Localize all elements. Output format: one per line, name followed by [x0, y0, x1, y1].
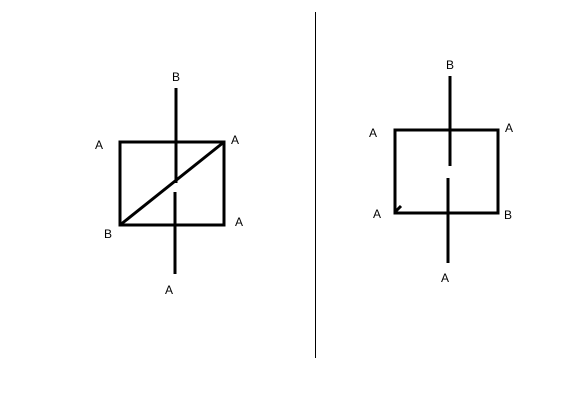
left-label-bottom-left: B: [104, 227, 112, 241]
left-square: [118, 140, 226, 227]
left-label-top-right: A: [231, 133, 239, 147]
right-label-top-wire: B: [446, 58, 454, 72]
right-corner-tick: [394, 204, 403, 213]
right-label-bottom-right: B: [504, 208, 512, 222]
left-label-top-left: A: [95, 138, 103, 152]
right-figure: B A A A B A: [369, 58, 513, 285]
right-label-bottom-left: A: [373, 207, 381, 221]
right-label-bottom-wire: A: [441, 271, 449, 285]
right-label-top-left: A: [369, 126, 377, 140]
left-label-bottom-wire: A: [165, 283, 173, 297]
left-label-bottom-right: A: [235, 215, 243, 229]
right-center-gap: [445, 166, 455, 178]
left-figure: B A A B A A: [95, 70, 243, 297]
right-label-top-right: A: [505, 121, 513, 135]
left-diagonal: [119, 140, 225, 227]
left-label-top-wire: B: [172, 70, 180, 84]
